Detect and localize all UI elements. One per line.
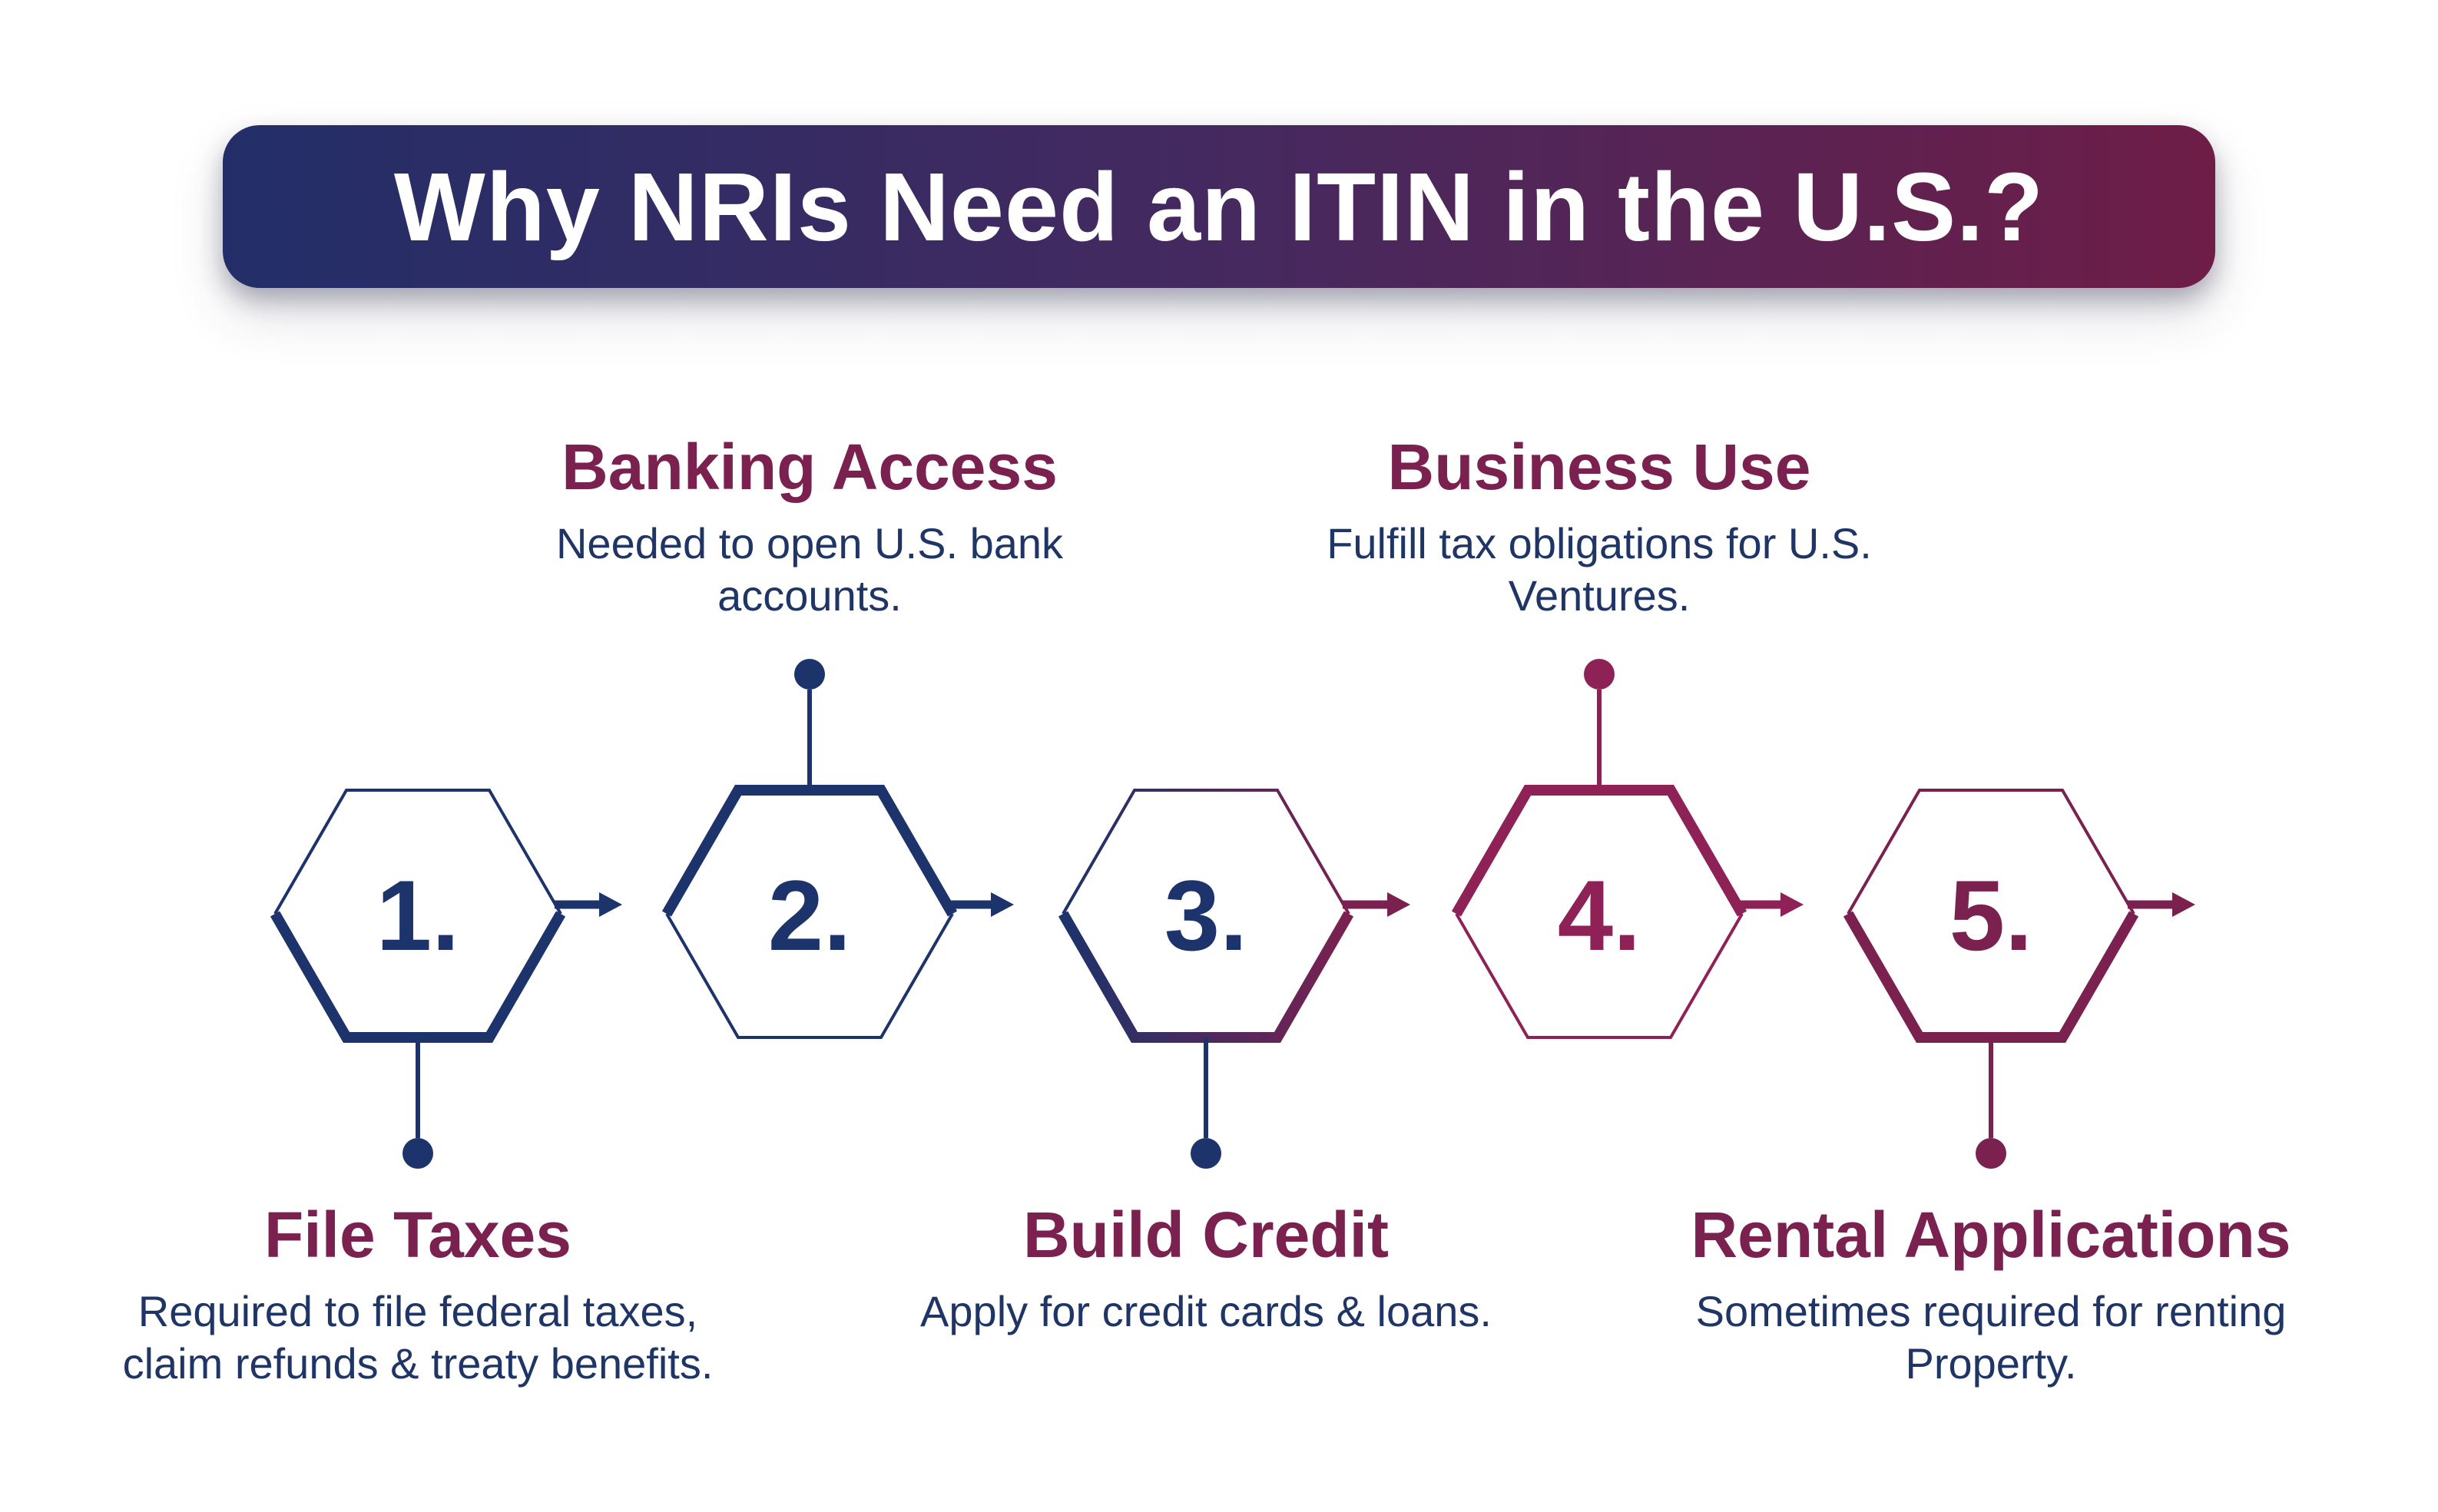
step-2-heading: Banking Access [561, 431, 1058, 503]
step-2-arrow-icon [991, 892, 1014, 917]
step-1-number: 1. [376, 859, 459, 971]
step-3-number: 3. [1164, 859, 1247, 971]
step-2-connector-dot [794, 659, 825, 690]
step-1-description: Required to file federal taxes, claim re… [0, 1285, 840, 1390]
step-3-connector-dot [1191, 1138, 1221, 1169]
step-5-desc-line1: Sometimes required for renting [1695, 1287, 2287, 1335]
step-2-desc-line2: accounts. [717, 571, 902, 620]
step-3-label: Build Credit Apply for credit cards & lo… [783, 1203, 1628, 1338]
step-4-connector-dot [1584, 659, 1615, 690]
step-3-description: Apply for credit cards & loans. [783, 1285, 1628, 1338]
step-2-desc-line1: Needed to open U.S. bank [555, 519, 1064, 567]
step-3-heading: Build Credit [1023, 1199, 1389, 1271]
step-2-number: 2. [768, 859, 851, 971]
step-5-hexagon: 5. [1843, 789, 2195, 1169]
step-5-heading: Rental Applications [1691, 1199, 2291, 1271]
step-1-desc-line1: Required to file federal taxes, [137, 1287, 698, 1335]
step-4-arrow-icon [1780, 892, 1804, 917]
page-title: Why NRIs Need an ITIN in the U.S.? [393, 152, 2045, 261]
step-1-connector-dot [402, 1138, 433, 1169]
step-5-connector-dot [1976, 1138, 2006, 1169]
step-1-arrow-icon [599, 892, 622, 917]
step-4-desc-line1: Fulfill tax obligations for U.S. [1327, 519, 1872, 567]
step-2-hexagon: 2. [661, 659, 1014, 1039]
step-3-arrow-icon [1387, 892, 1410, 917]
step-1-heading: File Taxes [264, 1199, 571, 1271]
step-3-desc-line1: Apply for credit cards & loans. [920, 1287, 1492, 1335]
step-5-number: 5. [1949, 859, 2032, 971]
step-4-hexagon: 4. [1451, 659, 1804, 1039]
step-4-label: Business Use Fulfill tax obligations for… [1177, 435, 2022, 622]
title-banner: Why NRIs Need an ITIN in the U.S.? [223, 125, 2215, 288]
step-4-description: Fulfill tax obligations for U.S. Venture… [1177, 518, 2022, 622]
step-1-label: File Taxes Required to file federal taxe… [0, 1203, 840, 1390]
hexagon-1-outline-thin [273, 789, 562, 915]
step-2-label: Banking Access Needed to open U.S. bank … [387, 435, 1232, 622]
step-5-arrow-icon [2172, 892, 2195, 917]
step-5-desc-line2: Property. [1905, 1339, 2077, 1388]
step-4-heading: Business Use [1387, 431, 1811, 503]
step-5-label: Rental Applications Sometimes required f… [1568, 1203, 2413, 1390]
hexagon-4-outline-thin [1455, 912, 1744, 1039]
step-5-description: Sometimes required for renting Property. [1568, 1285, 2413, 1390]
hexagon-5-outline-thin [1847, 789, 2135, 915]
step-3-hexagon: 3. [1058, 789, 1410, 1169]
step-4-number: 4. [1558, 859, 1641, 971]
step-2-description: Needed to open U.S. bank accounts. [387, 518, 1232, 622]
step-4-desc-line2: Ventures. [1508, 571, 1691, 620]
hexagon-3-outline-thin [1062, 789, 1350, 915]
hexagon-2-outline-thin [665, 912, 954, 1039]
step-1-desc-line2: claim refunds & treaty benefits. [122, 1339, 714, 1388]
step-1-hexagon: 1. [270, 789, 622, 1169]
